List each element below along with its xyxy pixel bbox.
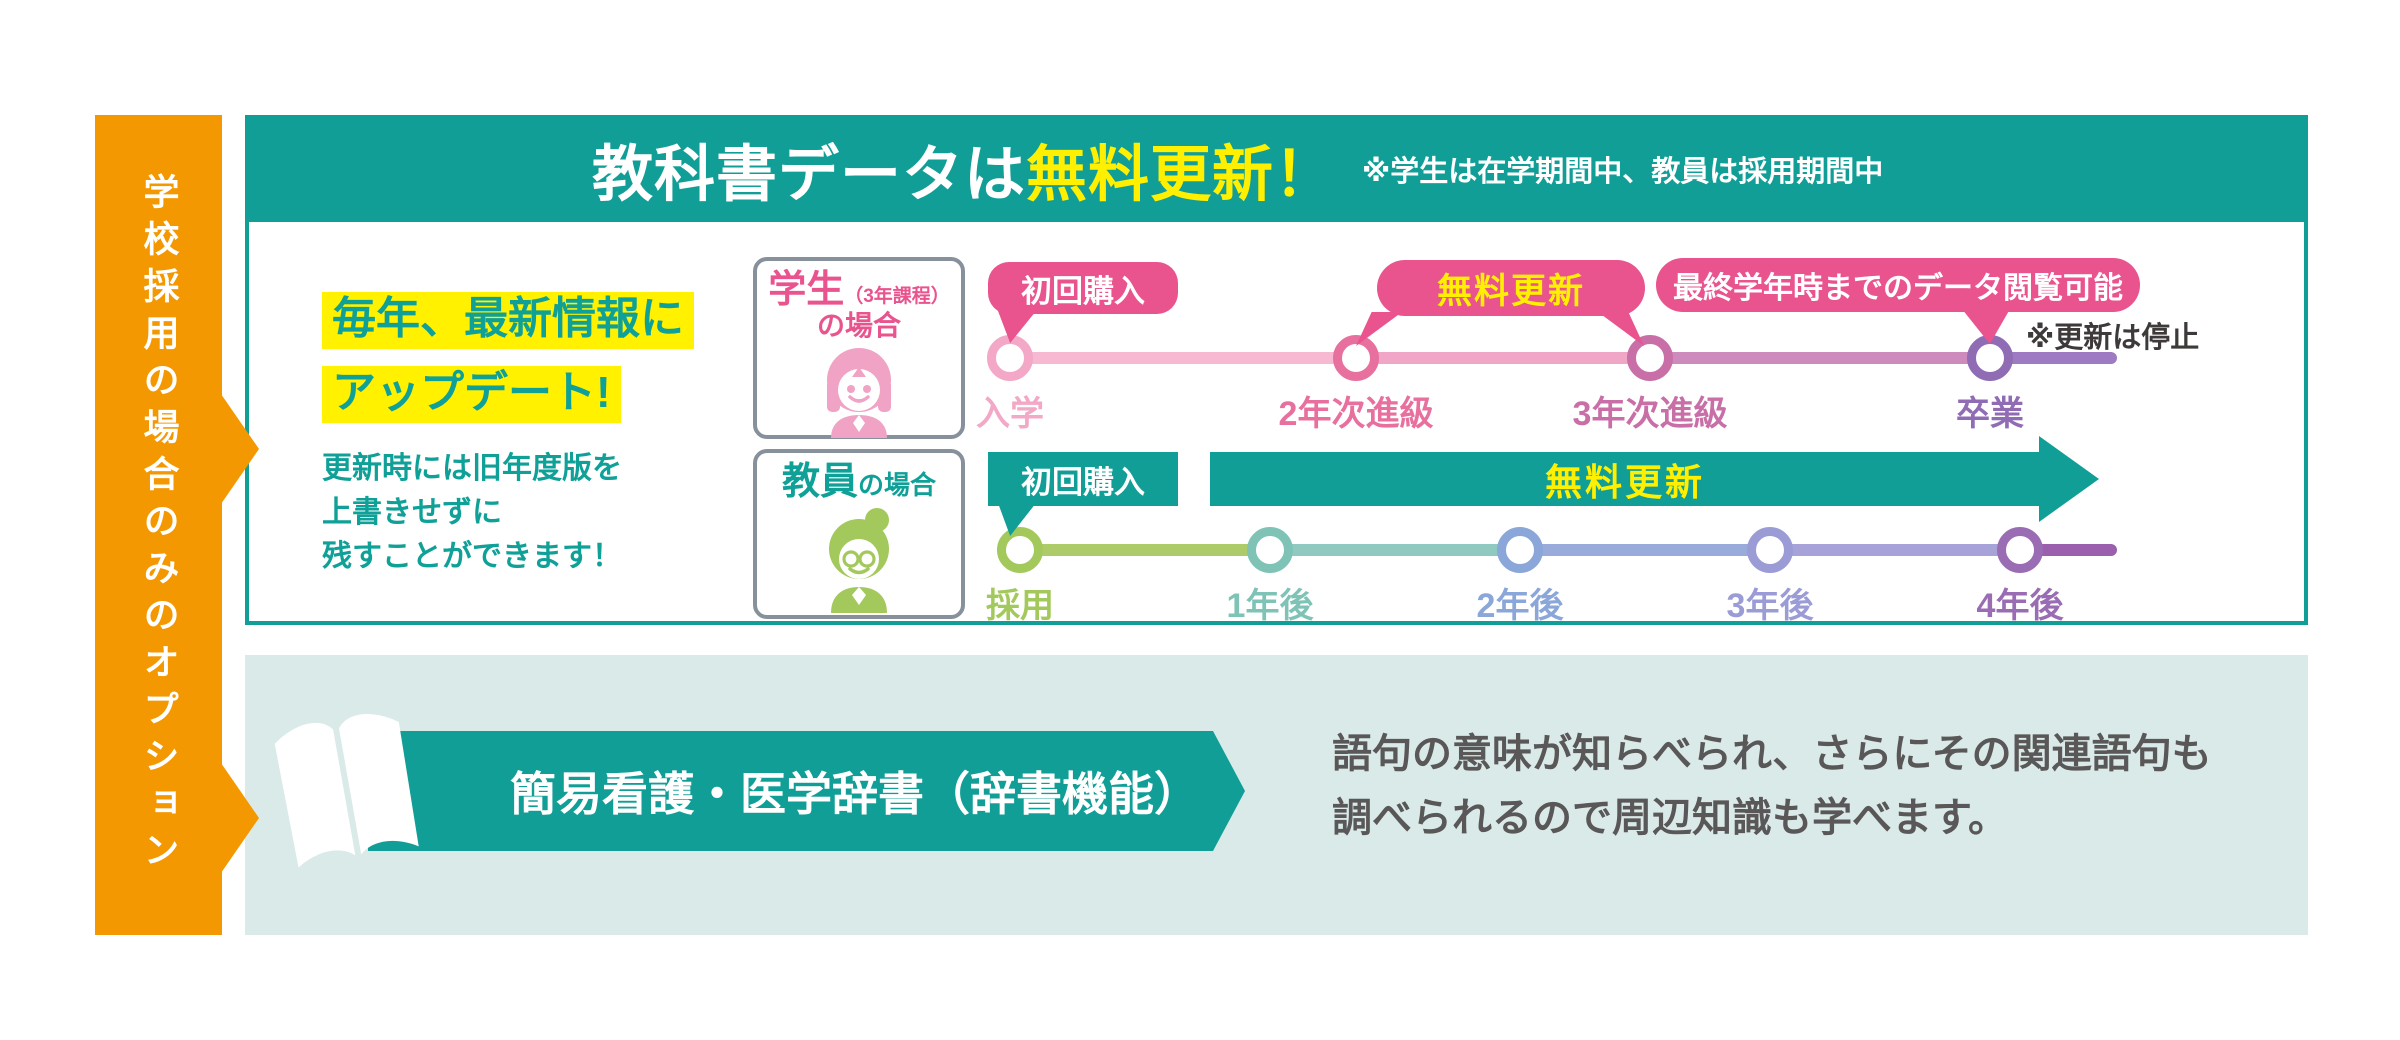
timeline-segment xyxy=(1650,352,1990,364)
side-banner-arrow-top-icon xyxy=(221,394,259,504)
student-case-title: 学生（3年課程） xyxy=(757,269,961,311)
teacher-title-sub: の場合 xyxy=(858,470,937,500)
student-free-update-badge: 無料更新 xyxy=(1377,260,1645,316)
timeline-node-label: 採用 xyxy=(986,587,1054,625)
dictionary-description-line1: 語句の意味が知らべられ、さらにその関連語句も xyxy=(1332,732,2212,776)
timeline-node-label: 4年後 xyxy=(1976,587,2064,625)
timeline-segment xyxy=(2020,544,2117,556)
student-icon xyxy=(827,347,891,438)
teacher-icon xyxy=(829,507,889,613)
dictionary-ribbon: 簡易看護・医学辞書（辞書機能） xyxy=(368,731,1245,851)
timeline-node xyxy=(1997,527,2043,573)
timeline-node xyxy=(1247,527,1293,573)
timeline-segment xyxy=(1520,544,1770,556)
timeline-node-label: 2年後 xyxy=(1476,587,1564,625)
timeline-node-label: 入学 xyxy=(976,395,1044,433)
teacher-case-title: 教員の場合 xyxy=(757,461,961,503)
timeline-segment xyxy=(1356,352,1650,364)
intro-body: 更新時には旧年度版を 上書きせずに 残すことができます！ xyxy=(322,447,622,579)
student-data-view-badge: 最終学年時までのデータ閲覧可能 xyxy=(1656,258,2140,312)
page-title-plain: 教科書データは xyxy=(592,140,1027,208)
dictionary-description: 語句の意味が知らべられ、さらにその関連語句も 調べられるので周辺知識も学べます。 xyxy=(1332,722,2212,850)
header-band xyxy=(245,115,2308,222)
timeline-segment xyxy=(1270,544,1520,556)
side-banner: 学校採用の場合のみのオプション xyxy=(95,115,222,935)
timeline-node xyxy=(1627,335,1673,381)
page-title-highlight: 無料更新！ xyxy=(1026,140,1337,208)
page-title: 教科書データは無料更新！ xyxy=(592,115,1336,222)
open-book-icon xyxy=(274,714,419,868)
side-banner-label: 学校採用の場合のみのオプション xyxy=(138,172,180,878)
teacher-case-box: 教員の場合 xyxy=(753,449,965,619)
teacher-first-purchase-badge: 初回購入 xyxy=(988,452,1178,506)
teacher-free-update-arrow: 無料更新 xyxy=(1210,452,2040,506)
timeline-node-label: 2年次進級 xyxy=(1278,395,1434,433)
student-title-sub: （3年課程） xyxy=(844,286,950,307)
student-case-title-line2: の場合 xyxy=(816,309,901,341)
header-note: ※学生は在学期間中、教員は採用期間中 xyxy=(1362,155,1884,188)
timeline-node xyxy=(997,527,1043,573)
timeline-segment xyxy=(1010,352,1356,364)
timeline-node-label: 卒業 xyxy=(1956,395,2024,433)
update-stop-note: ※更新は停止 xyxy=(2026,322,2200,354)
dictionary-description-line2: 調べられるので周辺知識も学べます。 xyxy=(1332,796,2008,840)
student-title-main: 学生 xyxy=(768,269,845,311)
intro-highlight-line1: 毎年、最新情報に xyxy=(322,292,694,349)
timeline-node xyxy=(1333,335,1379,381)
intro-body-line3: 残すことができます！ xyxy=(322,540,622,573)
timeline-node xyxy=(1497,527,1543,573)
teacher-title-main: 教員 xyxy=(781,461,858,503)
intro-highlight-line2: アップデート! xyxy=(322,366,621,423)
timeline-node xyxy=(1747,527,1793,573)
intro-body-line2: 上書きせずに xyxy=(322,496,502,529)
timeline-node xyxy=(987,335,1033,381)
timeline-segment xyxy=(1770,544,2020,556)
timeline-segment xyxy=(1990,352,2117,364)
timeline-node-label: 3年次進級 xyxy=(1572,395,1728,433)
student-first-purchase-badge: 初回購入 xyxy=(988,262,1178,314)
student-case-box: 学生（3年課程） の場合 xyxy=(753,257,965,439)
intro-body-line1: 更新時には旧年度版を xyxy=(322,452,622,485)
timeline-node-label: 1年後 xyxy=(1226,587,1314,625)
timeline-node-label: 3年後 xyxy=(1726,587,1814,625)
timeline-segment xyxy=(1020,544,1270,556)
side-banner-arrow-bottom-icon xyxy=(221,763,259,873)
